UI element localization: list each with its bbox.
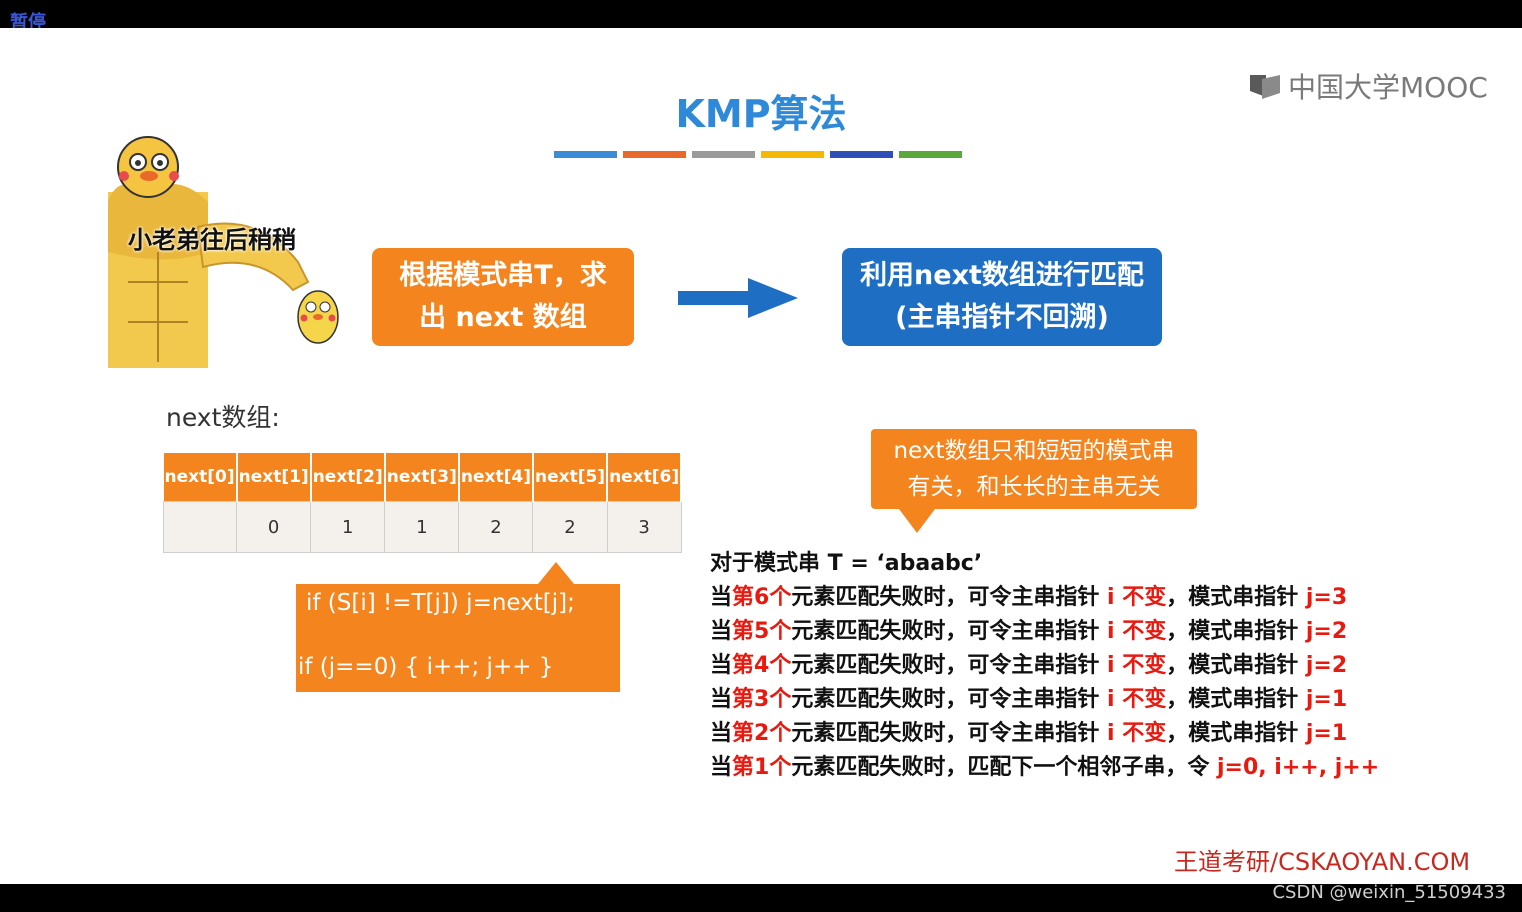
- step1-line2: 出 next 数组: [419, 302, 587, 333]
- accent-bar: [830, 151, 893, 158]
- rule-text: 当: [710, 653, 733, 678]
- step1-line1: 根据模式串T，求: [399, 260, 607, 291]
- rule-highlight: 第3个: [732, 687, 792, 712]
- rule-text: ，模式串指针: [1166, 585, 1306, 610]
- rule-text: 当: [710, 755, 733, 780]
- slide: KMP算法 中国大学MOOC 小老弟往: [0, 28, 1522, 884]
- rule-highlight: i 不变: [1107, 585, 1167, 610]
- next-table-header-row: next[0] next[1] next[2] next[3] next[4] …: [163, 453, 683, 502]
- step2-line2: (主串指针不回溯): [895, 302, 1109, 333]
- callout-line-2: 有关，和长长的主串无关: [907, 474, 1161, 500]
- right-arrow-icon: [678, 278, 798, 318]
- slide-title: KMP算法: [675, 92, 847, 136]
- rule-text: 元素匹配失败时，匹配下一个相邻子串，令: [791, 755, 1217, 780]
- next-header-cell: next[3]: [384, 453, 460, 502]
- rule-text: 当: [710, 619, 733, 644]
- step1-box: 根据模式串T，求 出 next 数组: [372, 248, 634, 346]
- rule-text: ，模式串指针: [1166, 653, 1306, 678]
- accent-bar: [761, 151, 824, 158]
- rule-highlight: i 不变: [1107, 687, 1167, 712]
- code-line-1: if (S[i] !=T[j]) j=next[j];: [306, 590, 575, 616]
- rule-text: 当: [710, 721, 733, 746]
- next-array-note-callout: next数组只和短短的模式串 有关，和长长的主串无关: [871, 429, 1197, 533]
- next-header-cell: next[0]: [163, 453, 238, 502]
- rule-highlight: i 不变: [1107, 619, 1167, 644]
- rule-highlight: j=2: [1305, 653, 1348, 678]
- rule-highlight: 第2个: [732, 721, 792, 746]
- rule-highlight: 第1个: [732, 755, 792, 780]
- rule-highlight: j=1: [1305, 687, 1348, 712]
- player-bottom-bar: CSDN @weixin_51509433: [0, 882, 1522, 912]
- next-value-cell: 2: [532, 501, 608, 553]
- rule-highlight: 第5个: [732, 619, 792, 644]
- matching-rules: 对于模式串 T = ‘abaabc’ 当第6个元素匹配失败时，可令主串指针 i …: [710, 547, 1379, 785]
- footer-brand: 王道考研/CSKAOYAN.COM: [1174, 848, 1471, 876]
- next-value-cell: [162, 501, 238, 553]
- next-header-cell: next[5]: [532, 453, 609, 502]
- rules-header: 对于模式串 T = ‘abaabc’: [710, 551, 983, 576]
- rule-text: 当: [710, 585, 733, 610]
- next-value-cell: 3: [606, 501, 682, 553]
- rule-text: ，模式串指针: [1166, 619, 1306, 644]
- code-callout: if (S[i] !=T[j]) j=next[j]; if (j==0) { …: [296, 562, 620, 692]
- next-value-cell: 1: [310, 501, 386, 553]
- rule-line: 当第1个元素匹配失败时，匹配下一个相邻子串，令 j=0, i++, j++: [710, 751, 1379, 785]
- rule-highlight: i 不变: [1107, 653, 1167, 678]
- rule-text: 元素匹配失败时，可令主串指针: [791, 653, 1107, 678]
- step2-box: 利用next数组进行匹配 (主串指针不回溯): [842, 248, 1162, 346]
- rule-line: 当第5个元素匹配失败时，可令主串指针 i 不变，模式串指针 j=2: [710, 615, 1379, 649]
- rule-line: 当第2个元素匹配失败时，可令主串指针 i 不变，模式串指针 j=1: [710, 717, 1379, 751]
- next-array-label: next数组:: [166, 403, 280, 432]
- accent-bar: [899, 151, 962, 158]
- rule-highlight: i 不变: [1107, 721, 1167, 746]
- mascot-illustration: [108, 136, 339, 368]
- mooc-logo-icon: [1250, 75, 1280, 99]
- accent-bar: [692, 151, 755, 158]
- rule-highlight: j=1: [1305, 721, 1348, 746]
- rule-highlight: 第6个: [732, 585, 792, 610]
- mascot-caption: 小老弟往后稍稍: [128, 226, 296, 254]
- pause-button[interactable]: 暂停: [10, 12, 46, 33]
- rule-highlight: j=3: [1305, 585, 1348, 610]
- next-value-cell: 1: [384, 501, 460, 553]
- next-array-table: next[0] next[1] next[2] next[3] next[4] …: [162, 453, 683, 553]
- accent-color-bars: [554, 151, 962, 158]
- csdn-watermark: CSDN @weixin_51509433: [1272, 882, 1506, 903]
- rule-text: 元素匹配失败时，可令主串指针: [791, 585, 1107, 610]
- next-header-cell: next[2]: [310, 453, 386, 502]
- rule-text: 当: [710, 687, 733, 712]
- accent-bar: [623, 151, 686, 158]
- callout-line-1: next数组只和短短的模式串: [893, 438, 1175, 464]
- rule-text: ，模式串指针: [1166, 721, 1306, 746]
- rule-line: 当第6个元素匹配失败时，可令主串指针 i 不变，模式串指针 j=3: [710, 581, 1379, 615]
- rule-line: 当第4个元素匹配失败时，可令主串指针 i 不变，模式串指针 j=2: [710, 649, 1379, 683]
- mooc-logo: 中国大学MOOC: [1248, 66, 1488, 106]
- next-header-cell: next[1]: [236, 453, 312, 502]
- rule-text: 元素匹配失败时，可令主串指针: [791, 721, 1107, 746]
- rule-text: 元素匹配失败时，可令主串指针: [791, 619, 1107, 644]
- next-value-cell: 0: [236, 501, 312, 553]
- code-line-2: if (j==0) { i++; j++ }: [298, 654, 554, 680]
- rule-line: 当第3个元素匹配失败时，可令主串指针 i 不变，模式串指针 j=1: [710, 683, 1379, 717]
- next-header-cell: next[4]: [458, 453, 534, 502]
- next-table-value-row: 0 1 1 2 2 3: [162, 501, 682, 553]
- next-header-cell: next[6]: [607, 453, 683, 502]
- next-value-cell: 2: [458, 501, 534, 553]
- rule-highlight: j=2: [1305, 619, 1348, 644]
- step2-line1: 利用next数组进行匹配: [860, 260, 1144, 291]
- player-top-bar: 暂停: [0, 0, 1522, 33]
- rule-text: 元素匹配失败时，可令主串指针: [791, 687, 1107, 712]
- mooc-logo-text: 中国大学MOOC: [1288, 71, 1488, 104]
- rule-highlight: 第4个: [732, 653, 792, 678]
- accent-bar: [554, 151, 617, 158]
- rule-text: ，模式串指针: [1166, 687, 1306, 712]
- rule-highlight: j=0, i++, j++: [1217, 755, 1380, 780]
